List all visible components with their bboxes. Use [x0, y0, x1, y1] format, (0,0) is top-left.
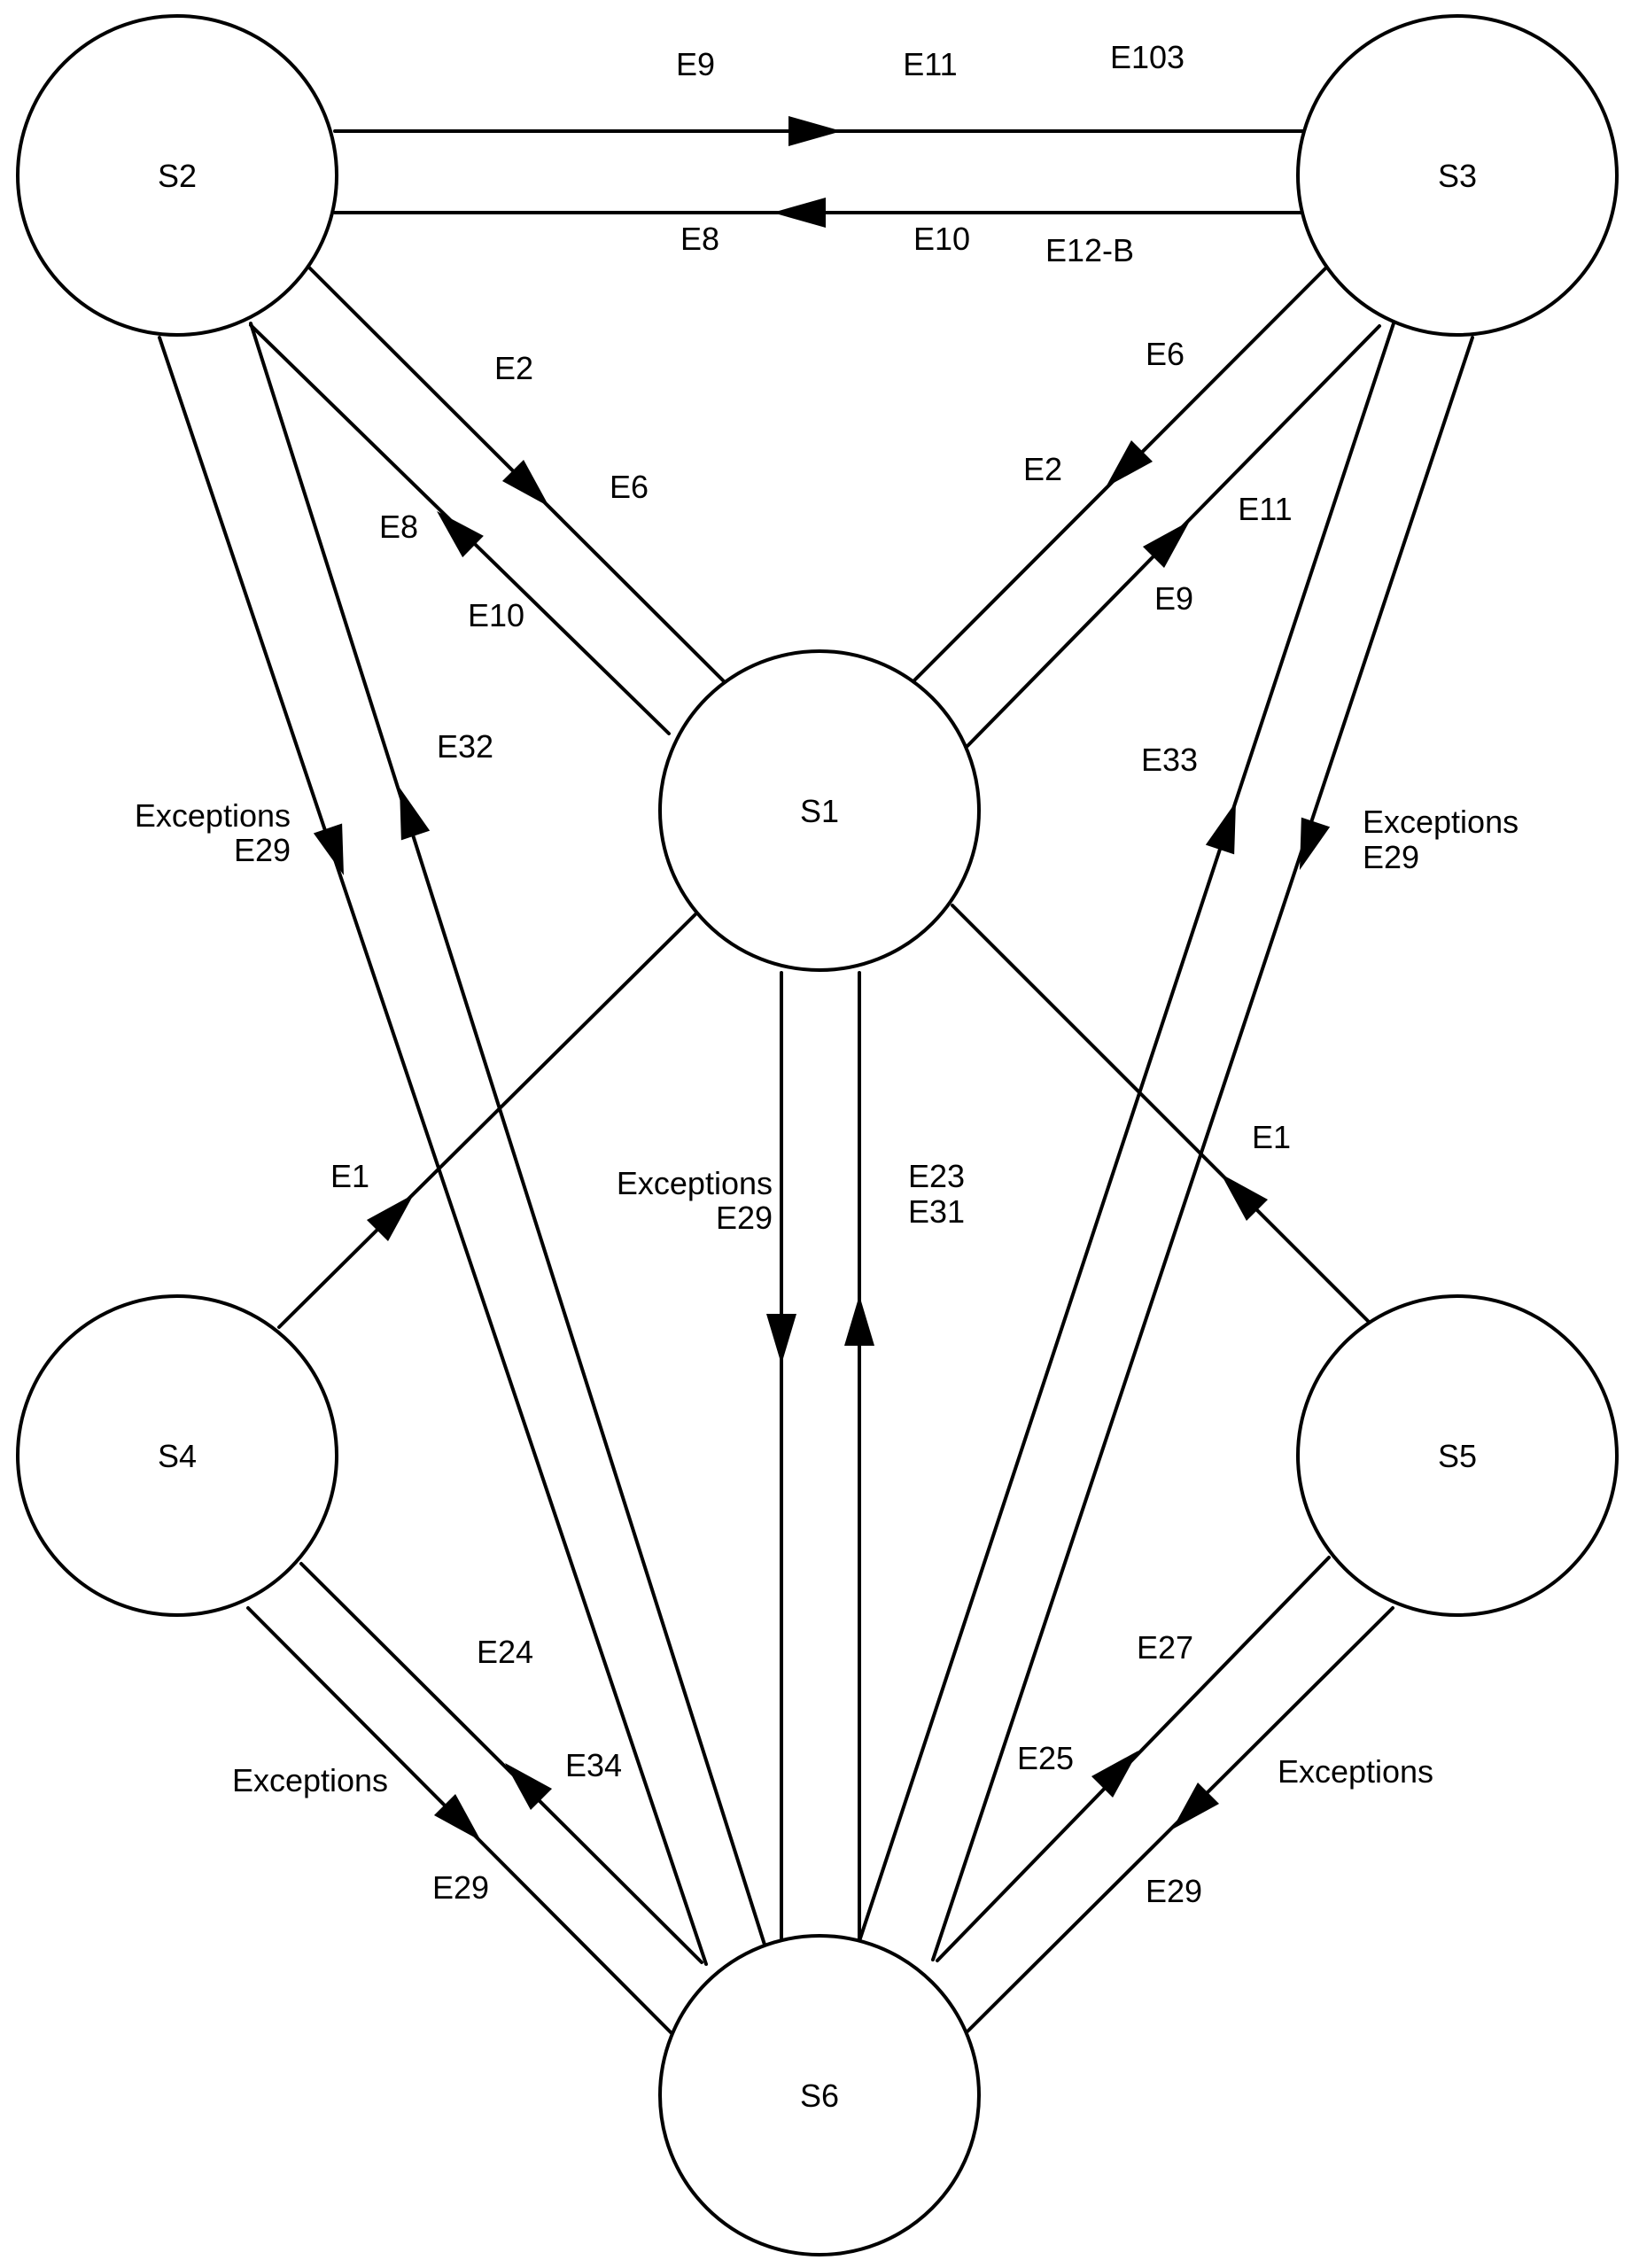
edge-s6-to-s4 [299, 1562, 703, 1964]
edge-s3-to-s6 [931, 336, 1474, 1961]
edge-label-s1-to-s3-1: E9 [1154, 580, 1193, 617]
edge-label-s4-to-s6-1: E29 [432, 1869, 489, 1906]
edge-s1-to-s2 [249, 323, 671, 735]
edge-s2-to-s3 [333, 116, 1304, 146]
node-s4: S4 [16, 1294, 338, 1617]
arrowhead-s5-to-s1 [1221, 1174, 1269, 1222]
edge-label-s6-to-s5-0: E27 [1137, 1629, 1193, 1666]
arrowhead-s2-to-s6 [313, 823, 344, 875]
edge-label-s1-to-s2-1: E10 [468, 597, 524, 633]
edge-label-s2-to-s1-0: E2 [494, 350, 533, 386]
node-label-s2: S2 [158, 158, 197, 194]
arrowhead-s6-to-s5 [1091, 1751, 1138, 1798]
edge-label-s6-to-s2-0: E32 [437, 728, 493, 765]
node-circle-s1 [658, 649, 981, 972]
edge-label-s3-to-s1-0: E6 [1146, 336, 1185, 372]
edge-label-s6-to-s3-0: E33 [1141, 742, 1198, 778]
edge-label-s1-to-s3-0: E11 [1238, 491, 1292, 527]
edge-s6-to-s5 [936, 1556, 1331, 1962]
arrowhead-s3-to-s6 [1300, 817, 1331, 870]
arrowhead-s6-to-s4 [505, 1763, 553, 1811]
node-s2: S2 [16, 14, 338, 337]
edge-label-s1-to-s6-0: Exceptions [617, 1165, 773, 1201]
edge-s6-to-s3 [856, 322, 1395, 1948]
edge-s1-to-s3 [966, 324, 1381, 748]
node-label-s6: S6 [800, 2078, 839, 2114]
node-s6: S6 [658, 1934, 981, 2256]
edge-label-s3-to-s2-2: E12-B [1045, 232, 1134, 268]
edge-label-s4-to-s6-0: Exceptions [232, 1762, 388, 1798]
edge-label-s2-to-s3-2: E103 [1110, 39, 1185, 75]
arrowhead-s6-to-s2 [400, 788, 431, 841]
arrowhead-s3-to-s1 [1106, 439, 1154, 487]
edge-line-s6-to-s2 [249, 322, 766, 1946]
arrowhead-s5-to-s6 [1172, 1782, 1220, 1829]
edge-label-s6-to-s5-1: E25 [1017, 1740, 1074, 1776]
edge-label-s2-to-s1-1: E6 [610, 469, 649, 505]
node-label-s1: S1 [800, 793, 839, 829]
arrowhead-s6-to-s1 [844, 1295, 874, 1346]
node-circle-s6 [658, 1934, 981, 2256]
arrowhead-s4-to-s1 [366, 1194, 414, 1242]
node-circle-s2 [16, 14, 338, 337]
edge-label-s3-to-s6-0: Exceptions [1363, 804, 1519, 840]
edge-line-s6-to-s3 [856, 322, 1395, 1948]
edge-s3-to-s2 [333, 198, 1304, 228]
node-circle-s5 [1296, 1294, 1619, 1617]
edge-line-s6-to-s4 [299, 1562, 703, 1964]
arrowhead-s1-to-s6 [766, 1314, 796, 1364]
edge-label-s6-to-s4-1: E34 [565, 1747, 622, 1783]
node-circle-s3 [1296, 14, 1619, 337]
arrowhead-s3-to-s2 [773, 198, 826, 228]
edge-label-s2-to-s6-1: E29 [234, 832, 291, 868]
edge-label-s2-to-s6-0: Exceptions [135, 797, 291, 834]
edge-line-s3-to-s6 [931, 336, 1474, 1961]
edge-s2-to-s1 [304, 262, 728, 686]
edge-label-s1-to-s6-1: E29 [716, 1200, 773, 1236]
edge-s5-to-s6 [966, 1606, 1394, 2033]
node-s1: S1 [658, 649, 981, 972]
node-label-s3: S3 [1438, 158, 1477, 194]
node-circle-s4 [16, 1294, 338, 1617]
edge-label-s4-to-s1-0: E1 [330, 1158, 369, 1194]
edge-s1-to-s6 [766, 971, 796, 1942]
edge-line-s4-to-s1 [277, 913, 697, 1329]
edge-s3-to-s1 [911, 266, 1328, 684]
edge-line-s5-to-s1 [951, 904, 1371, 1324]
edge-line-s2-to-s6 [158, 336, 708, 1966]
edge-label-s3-to-s6-1: E29 [1363, 839, 1419, 875]
arrowhead-s6-to-s3 [1205, 802, 1236, 855]
edge-s4-to-s1 [277, 913, 697, 1329]
edge-label-s6-to-s4-0: E24 [477, 1634, 533, 1670]
edge-s5-to-s1 [951, 904, 1371, 1324]
edge-label-s3-to-s1-1: E2 [1023, 451, 1062, 487]
edge-label-s6-to-s1-0: E23 [908, 1158, 965, 1194]
arrowhead-s1-to-s3 [1142, 521, 1190, 569]
edges-layer [158, 116, 1474, 2035]
edge-label-s5-to-s1-0: E1 [1252, 1119, 1291, 1155]
edge-label-s2-to-s3-1: E11 [903, 46, 957, 82]
edge-label-s5-to-s6-1: E29 [1146, 1873, 1202, 1909]
edge-s6-to-s2 [249, 322, 766, 1946]
arrowhead-s2-to-s1 [501, 459, 549, 507]
arrowhead-s2-to-s3 [788, 116, 842, 146]
edge-label-s3-to-s2-0: E8 [680, 221, 719, 257]
edge-label-s5-to-s6-0: Exceptions [1278, 1753, 1433, 1790]
edge-s2-to-s6 [158, 336, 708, 1966]
node-s3: S3 [1296, 14, 1619, 337]
node-label-s4: S4 [158, 1438, 197, 1474]
edge-s6-to-s1 [844, 971, 874, 1942]
arrowhead-s1-to-s2 [437, 511, 484, 558]
arrowhead-s4-to-s6 [433, 1793, 481, 1841]
node-label-s5: S5 [1438, 1438, 1477, 1474]
node-s5: S5 [1296, 1294, 1619, 1617]
edge-label-s1-to-s2-0: E8 [379, 509, 418, 545]
edge-label-s2-to-s3-0: E9 [676, 46, 715, 82]
edge-s4-to-s6 [246, 1606, 673, 2035]
edge-label-s3-to-s2-1: E10 [913, 221, 970, 257]
edge-label-s6-to-s1-1: E31 [908, 1193, 965, 1230]
